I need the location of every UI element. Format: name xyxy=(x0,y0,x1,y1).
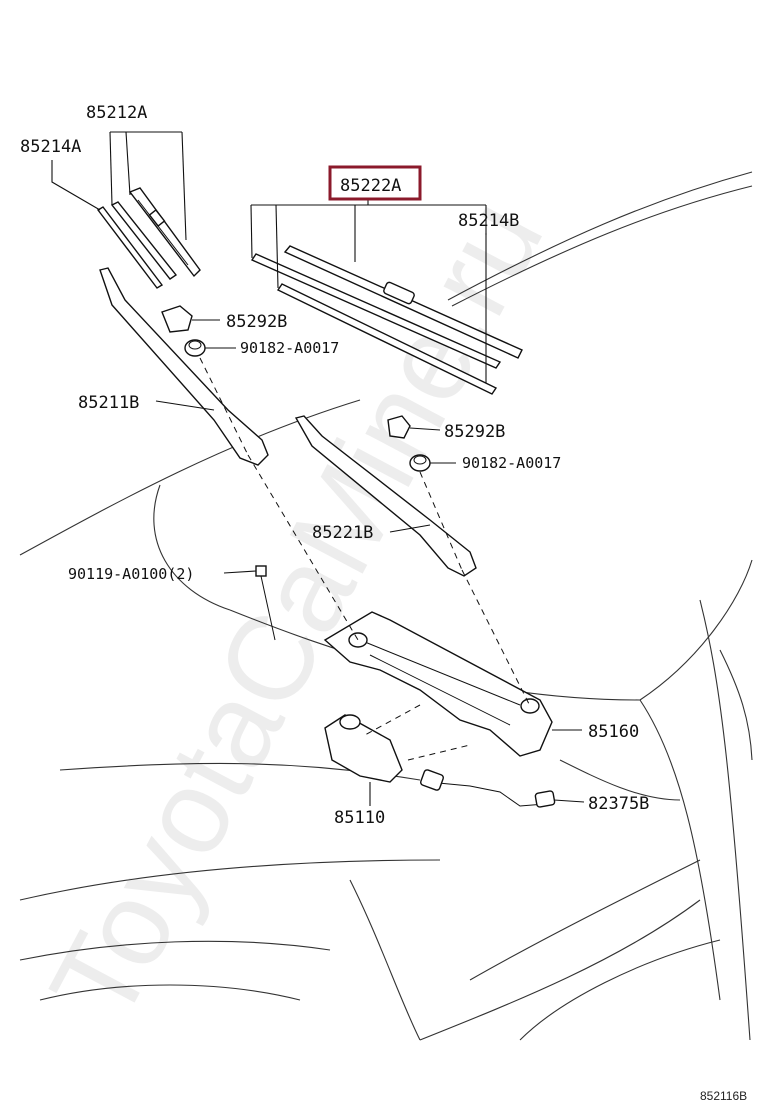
highlight-box xyxy=(328,165,422,201)
watermark: ToyotaCaMine.ru xyxy=(25,178,569,1042)
label-85212A[interactable]: 85212A xyxy=(86,103,147,123)
label-85211B[interactable]: 85211B xyxy=(78,393,139,413)
wiper-arm-cap-left[interactable] xyxy=(161,305,193,333)
wiper-motor[interactable] xyxy=(324,714,403,783)
wiper-link[interactable] xyxy=(323,611,553,757)
left-wiper-blade[interactable] xyxy=(96,187,201,289)
label-85292B-right[interactable]: 85292B xyxy=(444,422,505,442)
nut-right[interactable] xyxy=(409,454,431,472)
label-82375B[interactable]: 82375B xyxy=(588,794,649,814)
label-85292B-left[interactable]: 85292B xyxy=(226,312,287,332)
label-85110[interactable]: 85110 xyxy=(334,808,385,828)
label-85214A[interactable]: 85214A xyxy=(20,137,81,157)
label-85222A[interactable]: 85222A xyxy=(340,176,401,196)
right-wiper-blade[interactable] xyxy=(250,245,523,395)
right-wiper-arm[interactable] xyxy=(294,415,477,577)
label-85160[interactable]: 85160 xyxy=(588,722,639,742)
left-wiper-arm[interactable] xyxy=(99,267,269,466)
label-90182-right[interactable]: 90182-A0017 xyxy=(462,454,561,472)
label-85214B[interactable]: 85214B xyxy=(458,211,519,231)
label-90119[interactable]: 90119-A0100(2) xyxy=(68,565,194,583)
assembly-guides xyxy=(199,357,531,761)
label-85221B[interactable]: 85221B xyxy=(312,523,373,543)
nut-left[interactable] xyxy=(184,339,206,357)
leader-lines xyxy=(51,131,585,806)
wiper-arm-cap-right[interactable] xyxy=(387,415,411,439)
label-90182-left[interactable]: 90182-A0017 xyxy=(240,339,339,357)
wire-harness[interactable] xyxy=(427,781,546,807)
diagram-code: 852116B xyxy=(700,1089,747,1103)
